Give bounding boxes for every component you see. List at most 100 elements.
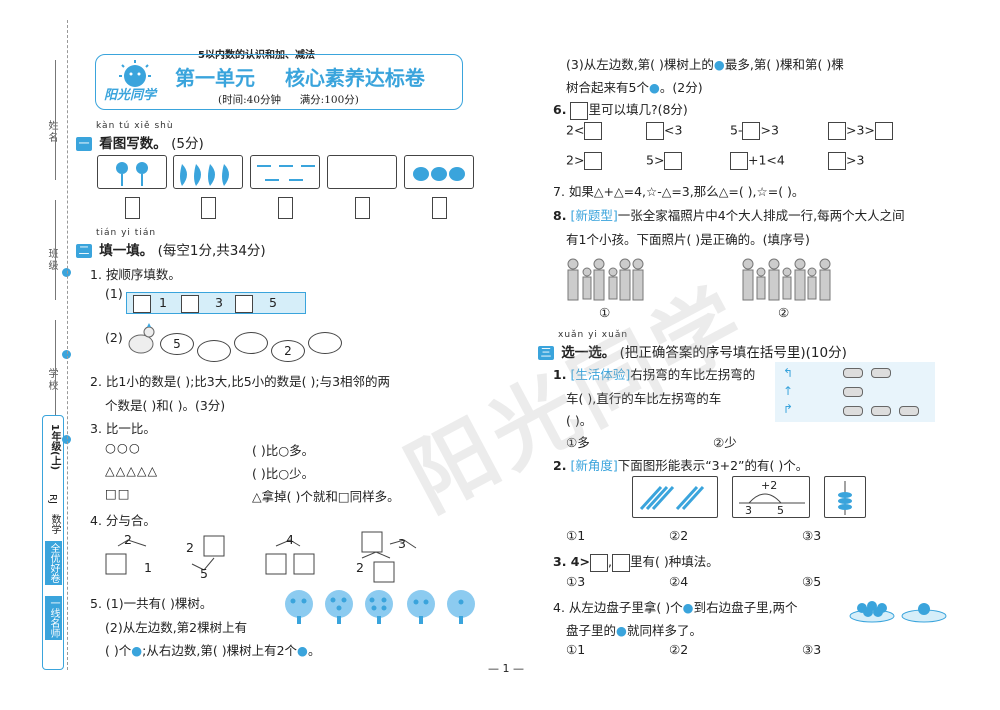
s3-q2: 2. [新角度]下面图形能表示“3+2”的有( )个。	[553, 458, 809, 473]
s3-q2-text: 下面图形能表示“3+2”的有( )个。	[617, 458, 809, 473]
abacus-icon	[838, 481, 852, 515]
sec1-heading: 一 看图写数。 (5分)	[76, 132, 204, 152]
q6-blank[interactable]	[584, 122, 603, 140]
answer-box[interactable]	[355, 197, 370, 219]
blank-box	[611, 553, 630, 572]
right-turn-arrow-icon: ↱	[783, 402, 794, 416]
sequence-ellipse-blank[interactable]	[234, 332, 268, 354]
split-num: 2	[356, 560, 364, 575]
s3-q4-b2: 就同样多了。	[626, 623, 702, 638]
s3-q2-opt1[interactable]: ①1	[566, 528, 586, 543]
s3-q3-opt1[interactable]: ①3	[566, 574, 586, 589]
binding-dot	[62, 268, 71, 277]
s3-q1-tag: [生活体验]	[570, 367, 631, 382]
s3-q3-b: ,	[607, 554, 612, 569]
class-label: 班级	[46, 248, 57, 272]
s3-q3-c: 里有( )种填法。	[629, 554, 719, 569]
car-icon	[843, 406, 863, 416]
sec3-points: (把正确答案的序号填在括号里)(10分)	[619, 345, 847, 361]
answer-box[interactable]	[432, 197, 447, 219]
car-icon	[843, 368, 863, 378]
circles-row: ○○○	[105, 440, 141, 455]
s2-q5-3-a: ( )个	[105, 643, 132, 658]
s3-q3-opt3[interactable]: ③5	[802, 574, 822, 589]
q6-blank[interactable]	[828, 122, 846, 140]
sec2-heading: 二 填一填。 (每空1分,共34分)	[76, 239, 266, 259]
q6-blank[interactable]	[874, 122, 893, 140]
compare-text-2: ( )比○少。	[252, 466, 315, 481]
strip-blank[interactable]	[133, 295, 151, 313]
name-line	[55, 60, 56, 180]
tree-icon	[447, 590, 475, 624]
q5-3-line1: (3)从左边数,第( )棵树上的●最多,第( )棵和第( )棵	[566, 54, 844, 73]
sticks-icon	[639, 485, 705, 511]
q6-blank[interactable]	[664, 152, 683, 170]
s3-q4-a2: 到右边盘子里,两个	[693, 600, 798, 615]
s3-q1-opt2[interactable]: ②少	[713, 435, 737, 450]
q5-3-line2: 树合起来有5个●。(2分)	[566, 77, 703, 96]
q6-blank[interactable]	[584, 152, 603, 170]
unit-number: 第一单元	[175, 66, 255, 90]
sec3-mark: 三	[538, 346, 554, 360]
tree-icon	[365, 590, 393, 624]
sec1-title: 看图写数。	[99, 136, 167, 152]
family-photo-2[interactable]	[740, 256, 832, 304]
s3-q4-opt3[interactable]: ③3	[802, 642, 822, 657]
s3-q2-opt2[interactable]: ②2	[669, 528, 689, 543]
sec3-heading: 三 选一选。 (把正确答案的序号填在括号里)(10分)	[538, 341, 847, 361]
picture-box-peppers	[173, 155, 243, 189]
sec1-points: (5分)	[171, 136, 204, 152]
road-illustration: ↰ ↑ ↱	[775, 362, 935, 422]
answer-box[interactable]	[278, 197, 293, 219]
grade-label: 1年级(上)	[49, 424, 60, 471]
strip-blank[interactable]	[235, 295, 253, 313]
apple-icon: ●	[648, 80, 660, 95]
abacus-figure	[824, 476, 866, 518]
compare-text-3: △拿掉( )个就和□同样多。	[252, 489, 400, 504]
strip-blank[interactable]	[181, 295, 199, 313]
version-label: RJ	[47, 494, 58, 504]
number-strip: 1 3 5	[126, 292, 306, 314]
split-num: 1	[144, 560, 152, 575]
split-num: 5	[200, 566, 208, 581]
unit-title: 第一单元 核心素养达标卷	[175, 62, 425, 91]
q6-blank[interactable]	[646, 122, 664, 140]
photo-label-2: ②	[778, 305, 790, 320]
s3-q1-line3: ( )。	[566, 413, 593, 428]
sec1-mark: 一	[76, 137, 92, 151]
sticks-figure	[632, 476, 718, 518]
car-icon	[843, 387, 863, 397]
car-icon	[871, 368, 891, 378]
s3-q1-opt1[interactable]: ①多	[566, 435, 590, 450]
numline-label: 5	[777, 504, 784, 517]
q8-tag: [新题型]	[570, 208, 618, 223]
s3-q3-opt2[interactable]: ②4	[669, 574, 689, 589]
photo-label-1: ①	[599, 305, 611, 320]
s2-q5-3-c: 。	[307, 643, 321, 658]
picture-box-dragonflies	[250, 155, 320, 189]
s3-q2-opt3[interactable]: ③3	[802, 528, 822, 543]
s3-q1-a: 右拐弯的车比左拐弯的	[630, 367, 756, 382]
s3-q1-line1: 1. [生活体验]右拐弯的车比左拐弯的	[553, 367, 756, 382]
s3-q2-tag: [新角度]	[570, 458, 618, 473]
answer-box[interactable]	[201, 197, 216, 219]
picture-box-flowers	[97, 155, 167, 189]
class-line	[55, 200, 56, 300]
family-photo-1[interactable]	[565, 256, 645, 304]
binding-strip: 姓名 班级 学校 1年级(上) RJ 数学 全优好卷 一线名师	[0, 0, 75, 710]
q6-blank[interactable]	[730, 152, 748, 170]
q6-blank[interactable]	[742, 122, 761, 140]
split-diagrams	[105, 531, 417, 583]
s3-q4-opt2[interactable]: ②2	[669, 642, 689, 657]
sec2-points: (每空1分,共34分)	[157, 243, 266, 259]
s3-q4-opt1[interactable]: ①1	[566, 642, 586, 657]
school-line	[55, 320, 56, 415]
tree-icon	[285, 590, 313, 624]
sequence-ellipse-blank[interactable]	[308, 332, 342, 354]
exam-time: (时间:40分钟	[218, 94, 281, 106]
answer-box[interactable]	[125, 197, 140, 219]
sequence-ellipse-blank[interactable]	[197, 340, 231, 362]
sec3-pinyin: xuǎn yi xuǎn	[558, 330, 629, 340]
q6-expr: >3	[760, 122, 779, 138]
q6-blank[interactable]	[828, 152, 846, 170]
